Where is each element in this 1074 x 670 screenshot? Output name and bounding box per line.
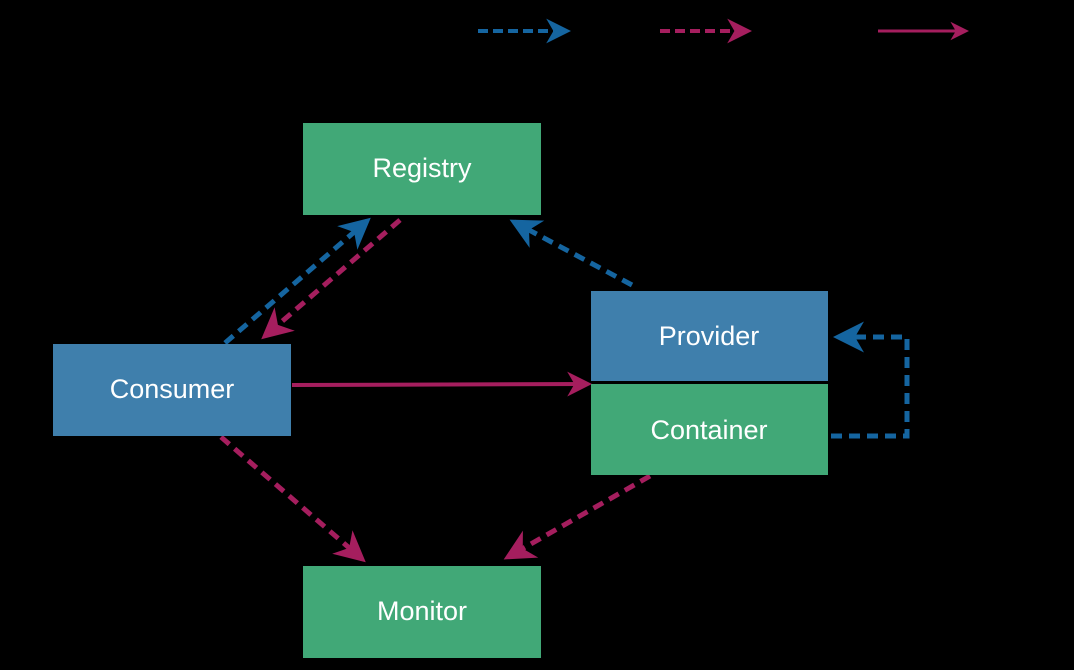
edge-consumer-to-monitor [219,435,366,563]
node-container[interactable]: Container [591,384,828,475]
edge-provider-to-registry [509,219,634,288]
edge-registry-to-consumer [261,218,402,340]
edge-consumer-to-provider [291,371,592,397]
nodes-layer: Registry Consumer Provider Container Mon… [53,123,828,658]
node-consumer[interactable]: Consumer [53,344,291,436]
edges-layer [219,217,910,563]
node-container-label: Container [650,415,767,445]
node-registry-label: Registry [372,153,472,183]
node-monitor[interactable]: Monitor [303,566,541,658]
node-registry[interactable]: Registry [303,123,541,215]
edge-consumer-to-registry [223,217,371,345]
node-provider-box[interactable] [591,291,828,381]
node-monitor-box[interactable] [303,566,541,658]
edge-container-to-monitor [503,473,652,560]
node-container-box[interactable] [591,384,828,475]
node-consumer-label: Consumer [110,374,235,404]
node-provider[interactable]: Provider [591,291,828,381]
edge-container-to-provider-loop [831,321,910,439]
node-monitor-label: Monitor [377,596,467,626]
node-registry-box[interactable] [303,123,541,215]
node-provider-label: Provider [659,321,760,351]
node-consumer-box[interactable] [53,344,291,436]
